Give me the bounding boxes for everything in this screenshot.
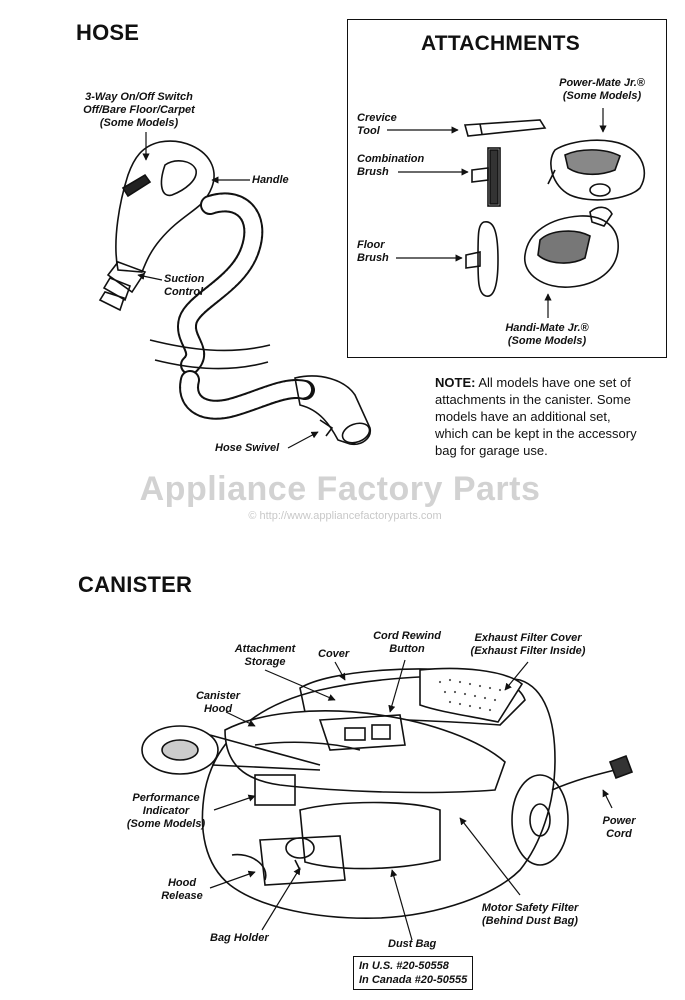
combination-brush-label: Combination Brush bbox=[357, 153, 424, 179]
combination-label-line: Brush bbox=[357, 166, 389, 178]
note-lead: NOTE: bbox=[435, 375, 476, 390]
watermark-url: © http://www.appliancefactoryparts.com bbox=[248, 510, 442, 522]
note-line: which can be kept in the accessory bbox=[435, 426, 637, 441]
switch-label: 3-Way On/Off Switch Off/Bare Floor/Carpe… bbox=[64, 91, 214, 130]
performance-label-line: (Some Models) bbox=[126, 818, 206, 830]
crevice-tool-label: Crevice Tool bbox=[357, 112, 397, 138]
switch-label-line: Off/Bare Floor/Carpet bbox=[83, 104, 195, 116]
powermate-label-line: Power-Mate Jr.® bbox=[559, 77, 645, 89]
floor-brush-label: Floor Brush bbox=[357, 239, 389, 265]
hose-heading: HOSE bbox=[76, 20, 140, 45]
performance-label-line: Indicator bbox=[142, 805, 190, 817]
hood-release-label: Hood Release bbox=[150, 877, 214, 903]
storage-label-line: Attachment bbox=[234, 643, 296, 655]
cord-rewind-label: Cord Rewind Button bbox=[362, 630, 452, 656]
motor-filter-line: (Behind Dust Bag) bbox=[482, 915, 578, 927]
note-line: NOTE: All models have one set of bbox=[435, 374, 675, 391]
handi-mate-label: Handi-Mate Jr.® (Some Models) bbox=[487, 322, 607, 348]
attachments-box bbox=[347, 19, 667, 358]
suction-label-line: Control bbox=[164, 286, 204, 298]
exhaust-label-line: Exhaust Filter Cover bbox=[474, 632, 582, 644]
exhaust-cover-label: Exhaust Filter Cover (Exhaust Filter Ins… bbox=[458, 632, 598, 658]
note-paragraph: NOTE: All models have one set of attachm… bbox=[435, 374, 675, 459]
floor-label-line: Floor bbox=[357, 239, 385, 251]
canister-hood-label: Canister Hood bbox=[186, 690, 250, 716]
exhaust-label-line: (Exhaust Filter Inside) bbox=[470, 645, 586, 657]
hood-release-line: Release bbox=[161, 890, 203, 902]
combination-label-line: Combination bbox=[357, 153, 425, 165]
hose-swivel-label: Hose Swivel bbox=[215, 442, 280, 454]
performance-indicator-label: Performance Indicator (Some Models) bbox=[118, 792, 214, 831]
power-cord-line: Power bbox=[602, 815, 636, 827]
storage-label-line: Storage bbox=[244, 656, 286, 668]
note-line: bag for garage use. bbox=[435, 443, 548, 458]
suction-control-label: Suction Control bbox=[164, 273, 204, 299]
suction-label-line: Suction bbox=[164, 273, 205, 285]
note-line-text: All models have one set of bbox=[475, 375, 631, 390]
canister-heading: CANISTER bbox=[78, 572, 193, 597]
crevice-label-line: Crevice bbox=[357, 112, 397, 124]
performance-label-line: Performance bbox=[132, 792, 200, 804]
part-numbers-box: In U.S. #20-50558 In Canada #20-50555 bbox=[353, 956, 474, 990]
power-cord-line: Cord bbox=[606, 828, 632, 840]
hose-illustration bbox=[98, 132, 372, 449]
attachment-storage-label: Attachment Storage bbox=[222, 643, 308, 669]
bag-holder-label: Bag Holder bbox=[210, 932, 269, 944]
floor-label-line: Brush bbox=[357, 252, 389, 264]
motor-safety-filter-label: Motor Safety Filter (Behind Dust Bag) bbox=[468, 902, 592, 928]
attachments-illustration bbox=[387, 108, 646, 318]
note-line: models have an additional set, bbox=[435, 409, 611, 424]
powermate-label-line: (Some Models) bbox=[562, 90, 642, 102]
part-number-canada: In Canada #20-50555 bbox=[359, 974, 468, 986]
part-number-us: In U.S. #20-50558 bbox=[359, 960, 449, 972]
canister-illustration bbox=[141, 659, 634, 941]
power-cord-label: Power Cord bbox=[592, 815, 646, 841]
hood-release-line: Hood bbox=[167, 877, 197, 889]
cover-label: Cover bbox=[318, 648, 350, 660]
dust-bag-label: Dust Bag bbox=[388, 938, 437, 950]
motor-filter-line: Motor Safety Filter bbox=[481, 902, 579, 914]
watermark-title: Appliance Factory Parts bbox=[139, 470, 541, 508]
switch-label-line: (Some Models) bbox=[99, 117, 179, 129]
handimate-label-line: (Some Models) bbox=[507, 335, 587, 347]
handimate-label-line: Handi-Mate Jr.® bbox=[505, 322, 589, 334]
handle-label: Handle bbox=[252, 174, 289, 186]
crevice-label-line: Tool bbox=[357, 125, 380, 137]
note-line: attachments in the canister. Some bbox=[435, 392, 631, 407]
switch-label-line: 3-Way On/Off Switch bbox=[85, 91, 193, 103]
hood-label-line: Canister bbox=[195, 690, 241, 702]
attachments-heading: ATTACHMENTS bbox=[421, 32, 580, 55]
cord-rewind-line: Cord Rewind bbox=[373, 630, 441, 642]
cord-rewind-line: Button bbox=[389, 643, 425, 655]
power-mate-label: Power-Mate Jr.® (Some Models) bbox=[537, 77, 667, 103]
hood-label-line: Hood bbox=[203, 703, 233, 715]
